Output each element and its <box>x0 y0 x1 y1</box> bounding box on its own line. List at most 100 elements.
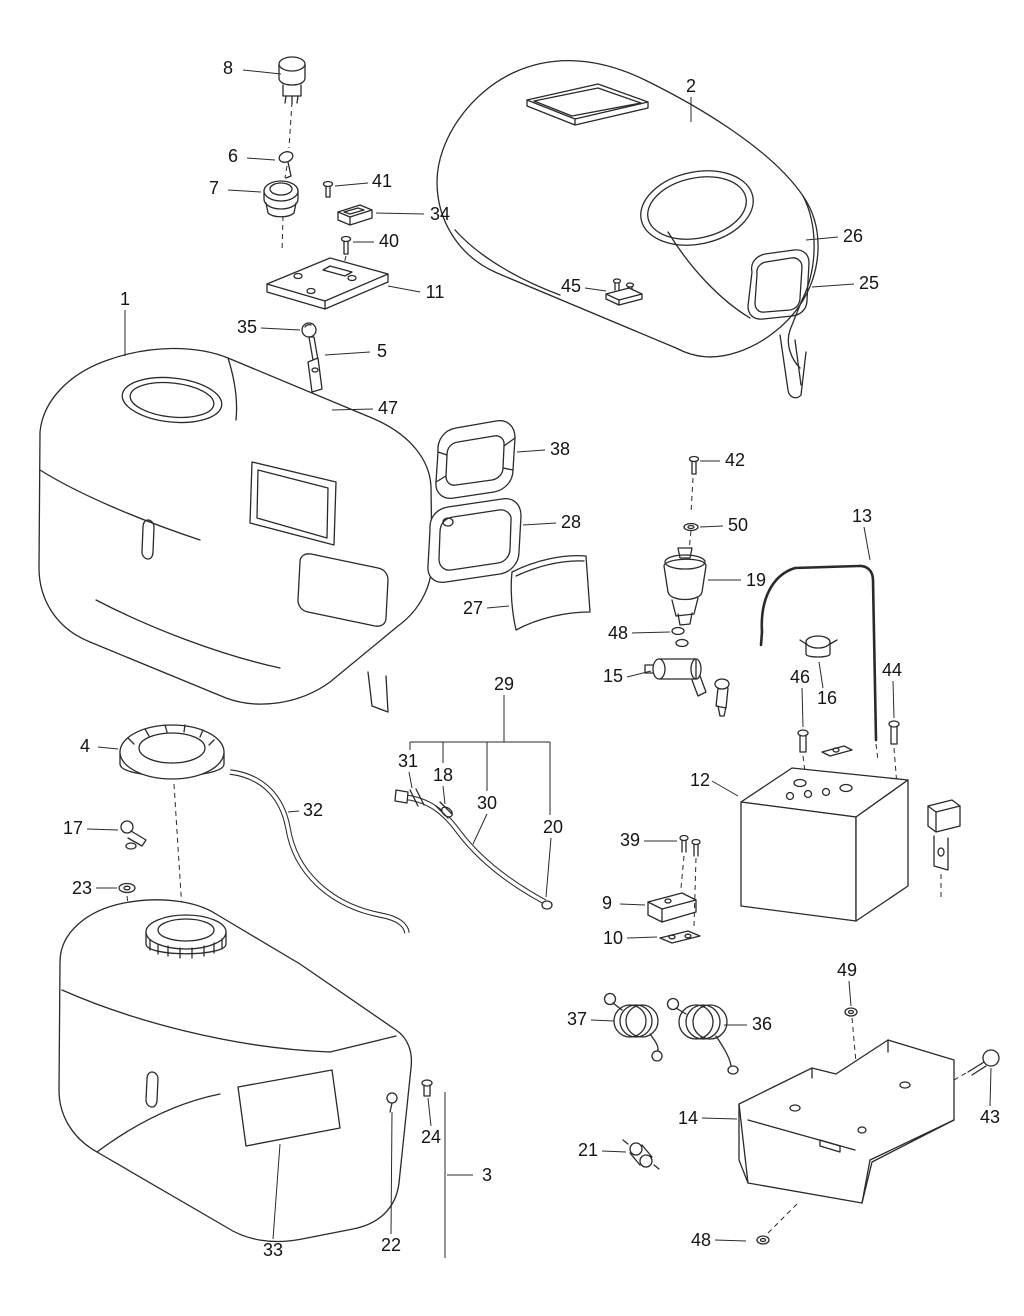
callout-47: 47 <box>378 398 398 418</box>
callout-7: 7 <box>209 178 219 198</box>
leader-line-48 <box>631 631 671 634</box>
leader-line-46 <box>801 687 804 728</box>
leader-line-7 <box>227 189 262 193</box>
part-46-bolt-drawing <box>797 729 809 753</box>
part-5-lever-drawing <box>307 336 323 401</box>
callout-23: 23 <box>72 878 92 898</box>
part-24-fitting-drawing <box>421 1079 433 1097</box>
part-28-frame-drawing <box>427 498 522 583</box>
leader-line-13 <box>863 526 871 561</box>
callout-18: 18 <box>433 765 453 785</box>
leader-line-43 <box>989 1067 992 1107</box>
part-21-clamp-drawing <box>622 1139 660 1170</box>
assembly-axis-lines <box>126 101 967 1234</box>
callout-15: 15 <box>603 666 623 686</box>
callout-32: 32 <box>303 800 323 820</box>
leader-line-9 <box>619 903 646 906</box>
callout-28: 28 <box>561 512 581 532</box>
part-8-key-switch-drawing <box>278 56 306 105</box>
leader-line-26 <box>805 236 839 241</box>
leader-line-48 <box>714 1239 747 1242</box>
part-42-screw-drawing <box>688 455 700 475</box>
callout-12: 12 <box>690 770 710 790</box>
callout-bracket-29 <box>409 741 551 815</box>
callout-33: 33 <box>263 1240 283 1260</box>
battery-side-bracket-drawing <box>927 799 961 871</box>
leader-line-34 <box>375 212 425 215</box>
part-15-valve-body-drawing <box>644 658 730 717</box>
callout-5: 5 <box>377 341 387 361</box>
leader-line-8 <box>242 69 282 75</box>
leader-line-41 <box>334 182 369 187</box>
part-37-spring-drawing <box>603 992 663 1062</box>
part-7-switch-body-drawing <box>263 180 299 218</box>
part-45-hinge-bracket-drawing <box>605 278 643 306</box>
callout-31: 31 <box>398 751 418 771</box>
callout-46: 46 <box>790 667 810 687</box>
callout-29: 29 <box>494 674 514 694</box>
callout-10: 10 <box>603 928 623 948</box>
callout-39: 39 <box>620 830 640 850</box>
leader-line-32 <box>287 810 300 813</box>
callout-41: 41 <box>372 171 392 191</box>
leader-line-35 <box>260 327 301 331</box>
part-27-panel-drawing <box>510 554 591 631</box>
part-20-hose-assembly-drawing <box>394 788 553 910</box>
part-4-fuel-cap-drawing <box>119 724 225 780</box>
part-43-knob-bolt-drawing <box>967 1049 1000 1076</box>
callout-43: 43 <box>980 1107 1000 1127</box>
leader-line-20 <box>545 837 552 898</box>
leader-line-22 <box>390 1111 393 1235</box>
part-44-bolt-drawing <box>888 720 900 745</box>
callout-50: 50 <box>728 515 748 535</box>
leader-line-25 <box>811 283 855 288</box>
part-41-screw-drawing <box>322 180 334 198</box>
callout-21: 21 <box>578 1140 598 1160</box>
leader-line-14 <box>701 1117 738 1120</box>
leader-line-47 <box>331 408 374 411</box>
leader-line-5 <box>324 351 371 356</box>
part-34-switch-drawing <box>337 204 373 226</box>
callout-3: 3 <box>482 1165 492 1185</box>
callout-35: 35 <box>237 317 257 337</box>
callout-40: 40 <box>379 231 399 251</box>
part-9-bracket-drawing <box>647 892 697 923</box>
part-14-battery-tray-drawing <box>738 1039 955 1204</box>
callout-38: 38 <box>550 439 570 459</box>
leader-line-50 <box>699 525 724 528</box>
callout-37: 37 <box>567 1009 587 1029</box>
part-17-fitting-drawing <box>120 820 147 850</box>
part-2-console-lid-drawing <box>436 60 819 399</box>
part-36-spring-drawing <box>666 997 739 1075</box>
part-10-plate-drawing <box>659 930 701 944</box>
callout-2: 2 <box>686 76 696 96</box>
leader-line-16 <box>818 661 824 689</box>
leader-line-27 <box>486 605 510 609</box>
part-19-fuel-valve-drawing <box>663 547 707 626</box>
part-12-battery-drawing <box>740 745 909 922</box>
part-22-fitting-drawing <box>386 1092 398 1113</box>
part-23-grommet-drawing <box>118 882 136 894</box>
callout-36: 36 <box>752 1014 772 1034</box>
callout-4: 4 <box>80 736 90 756</box>
part-32-fuel-line-drawing <box>229 769 410 934</box>
leader-line-24 <box>427 1097 432 1127</box>
part-16-clamp-drawing <box>799 635 838 658</box>
part-1-console-body-drawing <box>38 347 433 713</box>
part-40-screw-drawing <box>340 235 352 255</box>
callout-25: 25 <box>859 273 879 293</box>
callout-6: 6 <box>228 146 238 166</box>
callout-16: 16 <box>817 688 837 708</box>
callout-26: 26 <box>843 226 863 246</box>
leader-line-37 <box>590 1019 615 1022</box>
part-48-nuts-drawing <box>671 626 689 648</box>
leader-line-18 <box>442 785 446 805</box>
leader-line-11 <box>387 285 421 293</box>
callout-14: 14 <box>678 1108 698 1128</box>
callout-44: 44 <box>882 660 902 680</box>
leader-line-38 <box>516 449 546 453</box>
callout-20: 20 <box>543 817 563 837</box>
